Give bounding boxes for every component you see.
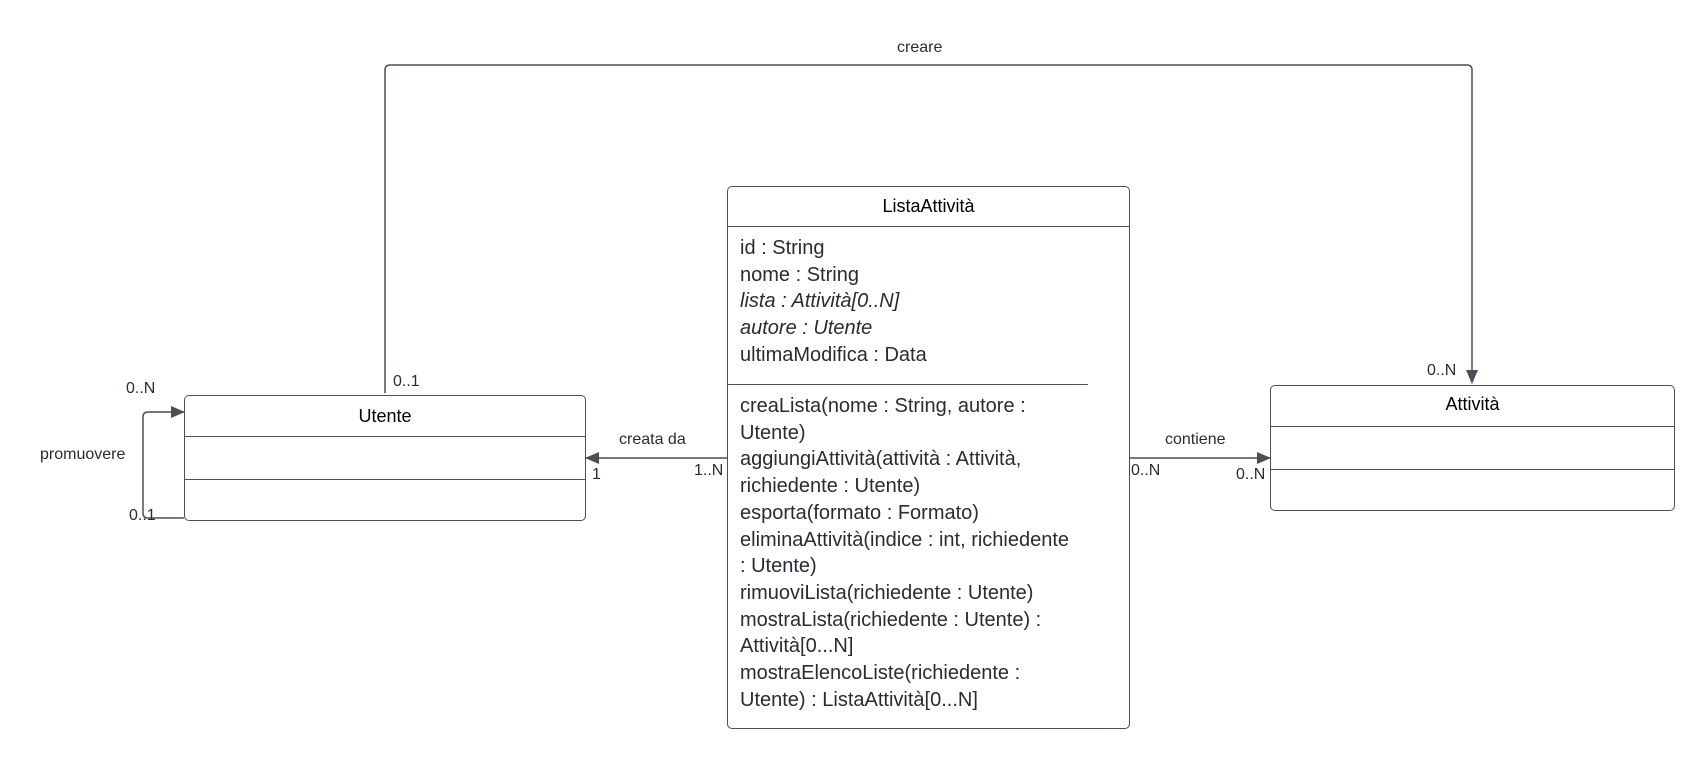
class-attivita-name: Attività: [1445, 394, 1500, 414]
operation-rimuovi-lista: rimuoviLista(richiedente : Utente): [740, 581, 1034, 604]
attribute-id: id : String: [740, 237, 825, 259]
creare-label: creare: [897, 39, 943, 56]
operation-mostra-lista: mostraLista(richiedente : Utente) : Atti…: [740, 608, 1042, 658]
operation-mostra-elenco-liste: mostraElencoListe(richiedente : Utente) …: [740, 662, 1021, 711]
class-attivita-attributes: [1271, 426, 1674, 469]
creare-target-multiplicity: 0..N: [1427, 362, 1457, 379]
attribute-autore: autore : Utente: [740, 317, 873, 340]
class-lista-attivita[interactable]: ListaAttività id : String nome : String …: [727, 186, 1130, 729]
promuovere-association-line: [142, 406, 185, 519]
class-utente-operations: [185, 479, 585, 519]
class-attivita[interactable]: Attività: [1270, 385, 1675, 511]
creata-da-label: creata da: [619, 431, 686, 448]
class-utente-name: Utente: [358, 406, 412, 426]
creare-source-multiplicity: 0..1: [393, 373, 420, 390]
class-utente[interactable]: Utente: [184, 395, 586, 521]
class-lista-attivita-operations: creaLista(nome : String, autore : Utente…: [728, 384, 1088, 713]
promuovere-bottom-multiplicity: 0..1: [129, 507, 156, 524]
contiene-lista-multiplicity: 0..N: [1131, 462, 1161, 479]
promuovere-label: promuovere: [40, 446, 126, 463]
class-lista-attivita-name: ListaAttività: [882, 196, 975, 216]
operation-aggiungi-attivita: aggiungiAttività(attività : Attività, ri…: [740, 448, 1022, 498]
contiene-attivita-multiplicity: 0..N: [1236, 466, 1266, 483]
contiene-label: contiene: [1165, 431, 1226, 448]
creata-da-utente-multiplicity: 1: [592, 466, 601, 483]
operation-elimina-attivita: eliminaAttività(indice : int, richiedent…: [740, 528, 1070, 578]
attribute-ultima-modifica: ultimaModifica : Data: [740, 343, 927, 366]
class-attivita-operations: [1271, 469, 1674, 509]
operation-esporta: esporta(formato : Formato): [740, 501, 979, 524]
class-utente-attributes: [185, 436, 585, 479]
attribute-nome: nome : String: [740, 263, 859, 286]
creata-da-lista-multiplicity: 1..N: [694, 462, 724, 479]
promuovere-top-multiplicity: 0..N: [126, 380, 156, 397]
class-lista-attivita-attributes: id : String nome : String lista : Attivi…: [728, 226, 1129, 384]
creare-association-line: [384, 64, 1478, 393]
attribute-lista: lista : Attività[0..N]: [740, 290, 900, 313]
operation-crea-lista: creaLista(nome : String, autore : Utente…: [740, 395, 1026, 444]
